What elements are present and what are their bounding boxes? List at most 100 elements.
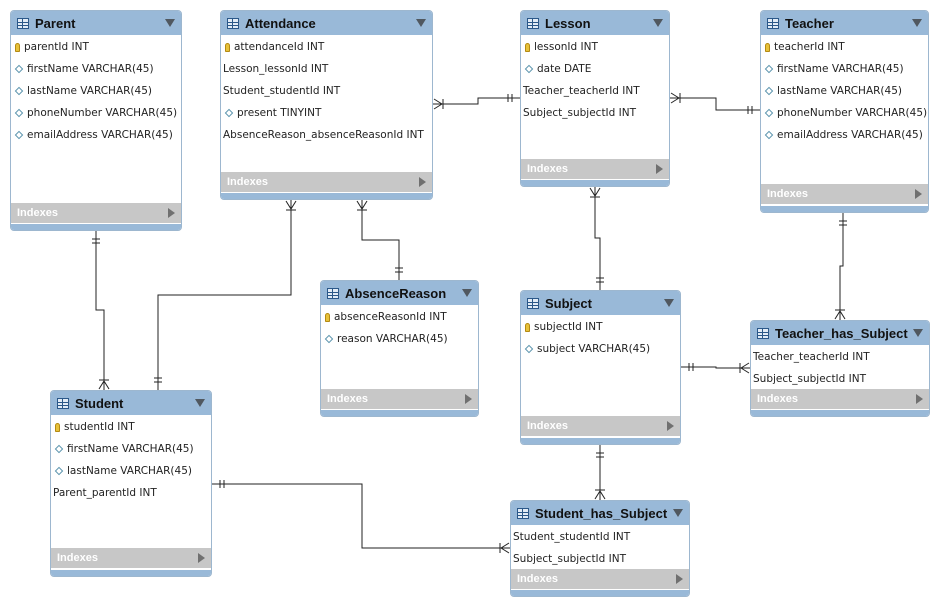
entity-title: Attendance <box>245 15 316 31</box>
column-row[interactable]: Subject_subjectId INT <box>521 102 669 124</box>
indexes-bar[interactable]: Indexes <box>521 159 669 179</box>
indexes-bar[interactable]: Indexes <box>51 548 211 568</box>
column-row[interactable]: AbsenceReason_absenceReasonId INT <box>221 124 432 146</box>
column-row[interactable]: Subject_subjectId INT <box>511 548 689 570</box>
expand-arrow-icon[interactable] <box>198 553 205 563</box>
column-row[interactable]: Student_studentId INT <box>511 526 689 548</box>
column-row[interactable]: parentId INT <box>11 36 181 58</box>
collapse-arrow-icon[interactable] <box>912 19 922 27</box>
column-diamond-icon <box>14 108 24 118</box>
expand-arrow-icon[interactable] <box>916 394 923 404</box>
expand-arrow-icon[interactable] <box>465 394 472 404</box>
column-row[interactable]: Subject_subjectId INT <box>751 368 929 390</box>
connector-tick <box>356 200 363 210</box>
indexes-bar[interactable]: Indexes <box>11 203 181 223</box>
collapse-arrow-icon[interactable] <box>653 19 663 27</box>
entity-header[interactable]: Parent <box>11 11 181 35</box>
relationship-line <box>594 187 601 290</box>
column-row[interactable]: present TINYINT <box>221 102 432 124</box>
column-row[interactable]: date DATE <box>521 58 669 80</box>
entity-title: Parent <box>35 15 76 31</box>
column-row[interactable]: emailAddress VARCHAR(45) <box>11 124 181 146</box>
column-label: teacherId INT <box>774 41 845 53</box>
expand-arrow-icon[interactable] <box>419 177 426 187</box>
column-row[interactable]: Teacher_teacherId INT <box>521 80 669 102</box>
entity-header[interactable]: Teacher_has_Subject <box>751 321 929 345</box>
column-row[interactable]: phoneNumber VARCHAR(45) <box>761 102 928 124</box>
entity-teacher[interactable]: Teacher teacherId INT firstName VARCHAR(45… <box>760 10 929 213</box>
indexes-bar[interactable]: Indexes <box>761 184 928 204</box>
indexes-bar[interactable]: Indexes <box>751 389 929 409</box>
indexes-bar[interactable]: Indexes <box>221 172 432 192</box>
column-diamond-icon <box>764 108 774 118</box>
expand-arrow-icon[interactable] <box>915 189 922 199</box>
relationship-line <box>157 200 292 390</box>
column-diamond-icon <box>54 444 64 454</box>
collapse-arrow-icon[interactable] <box>664 299 674 307</box>
column-row[interactable]: reason VARCHAR(45) <box>321 328 478 350</box>
column-diamond-icon <box>524 64 534 74</box>
column-row[interactable]: lessonId INT <box>521 36 669 58</box>
collapse-arrow-icon[interactable] <box>165 19 175 27</box>
connector-tick <box>290 200 297 210</box>
collapse-arrow-icon[interactable] <box>195 399 205 407</box>
collapse-arrow-icon[interactable] <box>673 509 683 517</box>
entity-footer <box>751 410 929 416</box>
column-label: lastName VARCHAR(45) <box>27 85 152 97</box>
expand-arrow-icon[interactable] <box>676 574 683 584</box>
column-row[interactable]: lastName VARCHAR(45) <box>11 80 181 102</box>
primary-key-icon <box>765 42 770 52</box>
collapse-arrow-icon[interactable] <box>416 19 426 27</box>
entity-header[interactable]: Student_has_Subject <box>511 501 689 525</box>
entity-header[interactable]: Subject <box>521 291 680 315</box>
column-row[interactable]: subject VARCHAR(45) <box>521 338 680 360</box>
column-row[interactable]: absenceReasonId INT <box>321 306 478 328</box>
entity-header[interactable]: Student <box>51 391 211 415</box>
expand-arrow-icon[interactable] <box>168 208 175 218</box>
collapse-arrow-icon[interactable] <box>462 289 472 297</box>
column-row[interactable]: emailAddress VARCHAR(45) <box>761 124 928 146</box>
column-row[interactable]: studentId INT <box>51 416 211 438</box>
column-row[interactable]: Lesson_lessonId INT <box>221 58 432 80</box>
indexes-bar[interactable]: Indexes <box>511 569 689 589</box>
entity-header[interactable]: Lesson <box>521 11 669 35</box>
column-row[interactable]: Parent_parentId INT <box>51 482 211 504</box>
column-row[interactable]: attendanceId INT <box>221 36 432 58</box>
expand-arrow-icon[interactable] <box>656 164 663 174</box>
column-row[interactable]: Student_studentId INT <box>221 80 432 102</box>
entity-footer <box>221 193 432 199</box>
column-diamond-icon <box>764 86 774 96</box>
column-row[interactable]: Teacher_teacherId INT <box>751 346 929 368</box>
entity-header[interactable]: Teacher <box>761 11 928 35</box>
column-label: lastName VARCHAR(45) <box>67 465 192 477</box>
column-row[interactable]: subjectId INT <box>521 316 680 338</box>
indexes-bar[interactable]: Indexes <box>321 389 478 409</box>
entity-footer <box>11 224 181 230</box>
column-label: Teacher_teacherId INT <box>523 85 640 97</box>
entity-header[interactable]: AbsenceReason <box>321 281 478 305</box>
indexes-bar[interactable]: Indexes <box>521 416 680 436</box>
column-diamond-icon <box>764 130 774 140</box>
column-row[interactable]: firstName VARCHAR(45) <box>761 58 928 80</box>
column-row[interactable]: lastName VARCHAR(45) <box>51 460 211 482</box>
entity-header[interactable]: Attendance <box>221 11 432 35</box>
expand-arrow-icon[interactable] <box>667 421 674 431</box>
column-row[interactable]: firstName VARCHAR(45) <box>11 58 181 80</box>
column-row[interactable]: firstName VARCHAR(45) <box>51 438 211 460</box>
connector-tick <box>740 362 750 369</box>
column-row[interactable]: phoneNumber VARCHAR(45) <box>11 102 181 124</box>
collapse-arrow-icon[interactable] <box>913 329 923 337</box>
column-row[interactable]: lastName VARCHAR(45) <box>761 80 928 102</box>
column-row[interactable]: teacherId INT <box>761 36 928 58</box>
